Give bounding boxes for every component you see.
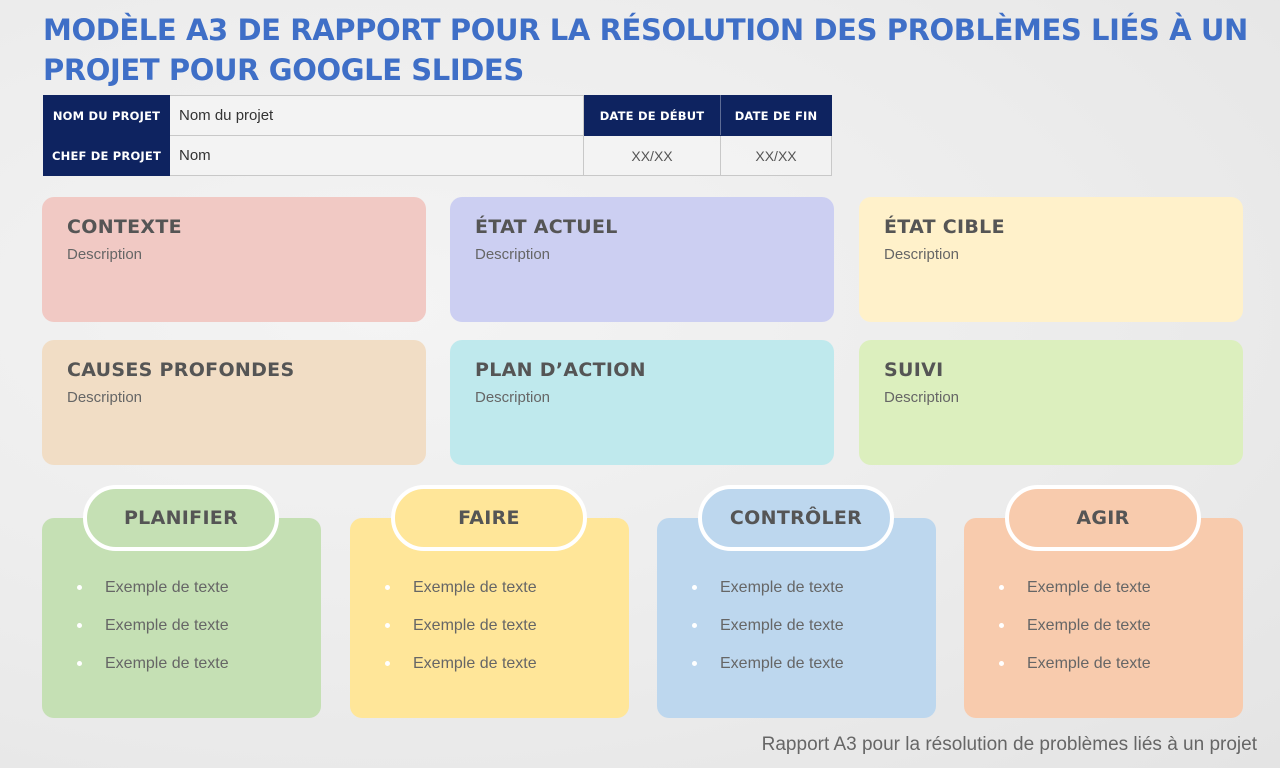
section-card-causes-profondes[interactable]: CAUSES PROFONDES Description (42, 340, 426, 465)
section-card-etat-actuel[interactable]: ÉTAT ACTUEL Description (450, 197, 834, 322)
pdca-box-faire[interactable]: FAIRE Exemple de texte Exemple de texte … (350, 485, 629, 718)
list-item: Exemple de texte (385, 614, 537, 652)
table-row: NOM DU PROJET Nom du projet DATE DE DÉBU… (43, 95, 832, 136)
pdca-list: Exemple de texte Exemple de texte Exempl… (999, 576, 1151, 690)
page-title-line-2: PROJET POUR GOOGLE SLIDES (43, 53, 524, 87)
section-description: Description (884, 389, 960, 406)
section-title: CONTEXTE (67, 216, 182, 238)
pdca-box-agir[interactable]: AGIR Exemple de texte Exemple de texte E… (964, 485, 1243, 718)
page-title-line-1: MODÈLE A3 DE RAPPORT POUR LA RÉSOLUTION … (43, 13, 1248, 47)
list-item: Exemple de texte (999, 652, 1151, 690)
list-item: Exemple de texte (385, 576, 537, 614)
section-description: Description (475, 246, 551, 263)
list-item: Exemple de texte (77, 652, 229, 690)
end-date-field[interactable]: XX/XX (720, 135, 832, 176)
pdca-title-pill: AGIR (1005, 485, 1201, 551)
list-item: Exemple de texte (999, 614, 1151, 652)
section-title: SUIVI (884, 359, 944, 381)
start-date-field[interactable]: XX/XX (583, 135, 721, 176)
section-description: Description (67, 246, 143, 263)
section-card-contexte[interactable]: CONTEXTE Description (42, 197, 426, 322)
list-item: Exemple de texte (692, 614, 844, 652)
project-name-field[interactable]: Nom du projet (169, 95, 584, 136)
section-description: Description (67, 389, 143, 406)
section-title: CAUSES PROFONDES (67, 359, 295, 381)
list-item: Exemple de texte (999, 576, 1151, 614)
pdca-title-pill: PLANIFIER (83, 485, 279, 551)
table-row: CHEF DE PROJET Nom XX/XX XX/XX (43, 135, 832, 176)
project-manager-label: CHEF DE PROJET (43, 135, 170, 176)
section-description: Description (475, 389, 551, 406)
pdca-box-planifier[interactable]: PLANIFIER Exemple de texte Exemple de te… (42, 485, 321, 718)
list-item: Exemple de texte (77, 614, 229, 652)
end-date-label: DATE DE FIN (720, 95, 832, 136)
section-description: Description (884, 246, 960, 263)
pdca-list: Exemple de texte Exemple de texte Exempl… (385, 576, 537, 690)
list-item: Exemple de texte (385, 652, 537, 690)
project-manager-field[interactable]: Nom (169, 135, 584, 176)
section-card-suivi[interactable]: SUIVI Description (859, 340, 1243, 465)
section-title: ÉTAT ACTUEL (475, 216, 618, 238)
project-name-label: NOM DU PROJET (43, 95, 170, 136)
pdca-list: Exemple de texte Exemple de texte Exempl… (77, 576, 229, 690)
pdca-box-controler[interactable]: CONTRÔLER Exemple de texte Exemple de te… (657, 485, 936, 718)
section-title: PLAN D’ACTION (475, 359, 646, 381)
list-item: Exemple de texte (692, 652, 844, 690)
project-info-table: NOM DU PROJET Nom du projet DATE DE DÉBU… (43, 95, 832, 176)
pdca-list: Exemple de texte Exemple de texte Exempl… (692, 576, 844, 690)
pdca-title-pill: FAIRE (391, 485, 587, 551)
section-title: ÉTAT CIBLE (884, 216, 1005, 238)
footer-caption: Rapport A3 pour la résolution de problèm… (761, 734, 1257, 755)
list-item: Exemple de texte (692, 576, 844, 614)
section-card-plan-action[interactable]: PLAN D’ACTION Description (450, 340, 834, 465)
section-card-etat-cible[interactable]: ÉTAT CIBLE Description (859, 197, 1243, 322)
pdca-title-pill: CONTRÔLER (698, 485, 894, 551)
page-title: MODÈLE A3 DE RAPPORT POUR LA RÉSOLUTION … (43, 10, 1248, 90)
list-item: Exemple de texte (77, 576, 229, 614)
start-date-label: DATE DE DÉBUT (583, 95, 721, 136)
